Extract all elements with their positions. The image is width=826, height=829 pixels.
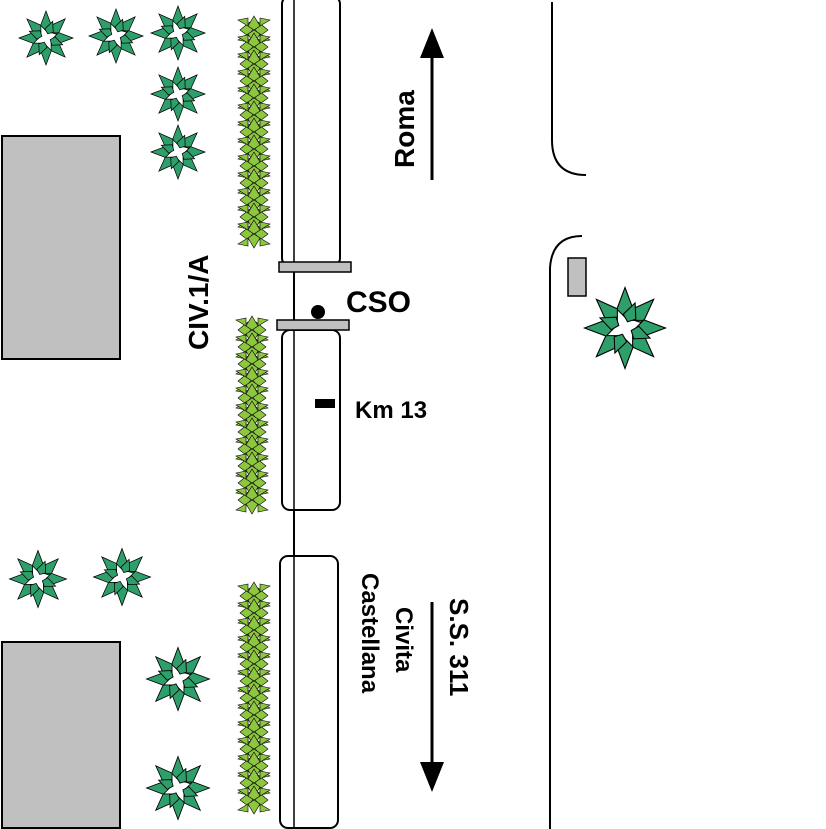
road-sign (567, 257, 587, 297)
km-marker (315, 399, 335, 408)
tree-icon (145, 646, 211, 712)
direction-south-label-line1: Civita (390, 607, 417, 673)
hedge-icon (237, 785, 271, 815)
tree-icon (93, 548, 151, 606)
tree-icon (18, 10, 74, 66)
platform (281, 0, 341, 267)
road-number-label: S.S. 311 (444, 598, 474, 696)
tree-icon (150, 66, 206, 122)
platform (279, 555, 339, 829)
arrow-icon (420, 28, 444, 180)
hedge-group (235, 15, 271, 815)
tree-icon (150, 5, 206, 61)
arrow-icon (420, 602, 444, 792)
km-label: Km 13 (355, 397, 427, 424)
hedge-icon (237, 219, 271, 249)
tree-icon (145, 755, 211, 821)
platform (281, 329, 341, 511)
direction-south-label-line2: Castellana (356, 573, 383, 694)
tree-icon (150, 124, 206, 180)
road-edge (551, 2, 587, 176)
hedge-icon (235, 485, 269, 515)
building-id-label: CIV.1/A (183, 255, 214, 350)
tree-icon (583, 286, 667, 370)
crossing-bar (276, 319, 350, 331)
building (1, 641, 121, 829)
tree-icon (9, 550, 67, 608)
crossing-bar (278, 261, 352, 273)
road-edge (549, 235, 583, 829)
direction-north-label: Roma (389, 90, 420, 168)
tree-icon (88, 8, 144, 64)
station-label: CSO (346, 286, 411, 319)
building (1, 135, 121, 360)
station-dot-icon (311, 305, 325, 319)
